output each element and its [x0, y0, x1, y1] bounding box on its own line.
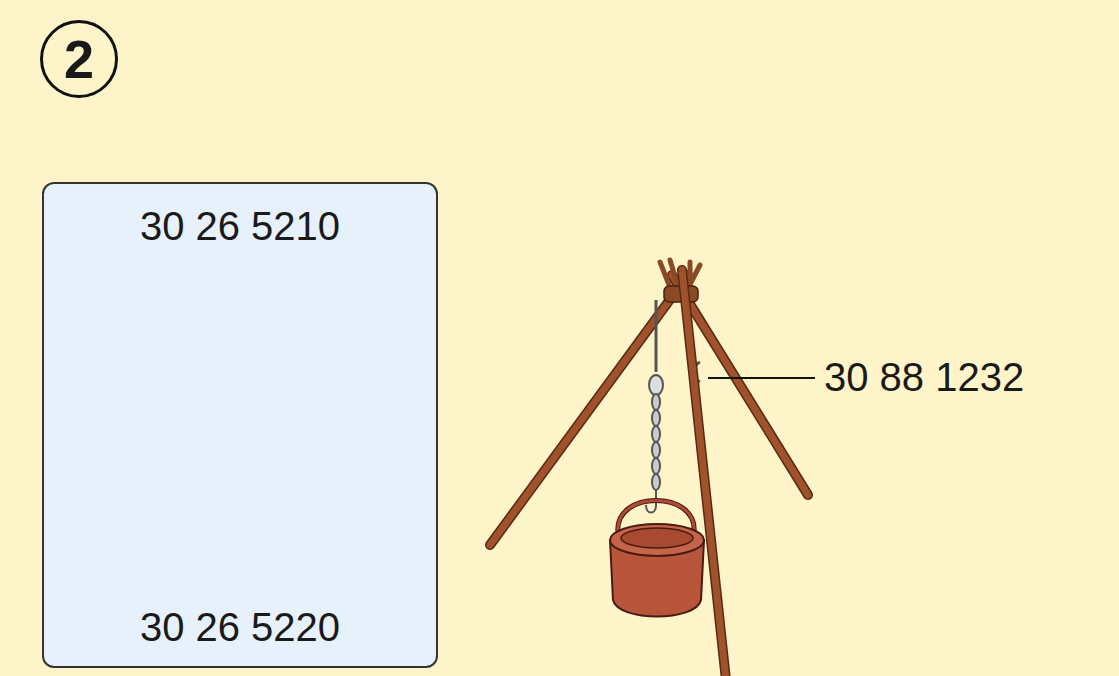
step-number: 2	[64, 32, 94, 86]
part-number: 30 26 5210	[44, 204, 436, 249]
part-number: 30 26 5220	[44, 605, 436, 650]
tripod-front-leg	[682, 270, 726, 676]
pot-part	[610, 501, 704, 617]
parts-panel: 30 26 5210 30 26 5220	[42, 182, 438, 668]
leader-line	[708, 377, 815, 379]
step-circle: 2	[40, 20, 118, 98]
callout-number: 30 88 1232	[824, 355, 1024, 400]
tripod	[490, 260, 808, 545]
